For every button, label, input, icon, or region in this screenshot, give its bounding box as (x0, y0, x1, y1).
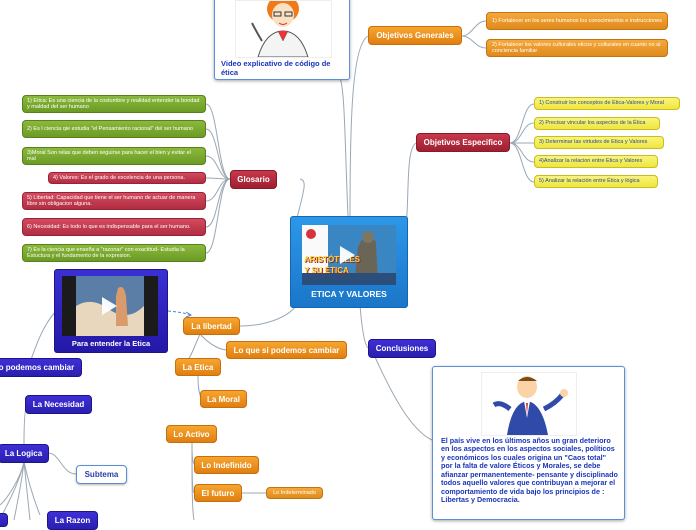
video-card-label: Video explicativo de código de ética (221, 59, 331, 77)
lo-indeterminado-node[interactable]: Lo Indeterminado (266, 487, 323, 499)
lo-indefinido-node[interactable]: Lo Indefinido (194, 456, 259, 474)
la-libertad-node[interactable]: La libertad (183, 317, 240, 335)
glosario-node[interactable]: Glosario (230, 170, 277, 189)
objetivo-especifico-item-2[interactable]: 2) Precisar vincular los aspectos de la … (534, 117, 660, 130)
objetivo-especifico-item-1[interactable]: 1) Construir los conceptos de Etica-Valo… (534, 97, 680, 110)
partial-blue-node[interactable] (0, 513, 8, 527)
lo-que-si-podemos-cambiar-node[interactable]: Lo que si podemos cambiar (226, 341, 347, 359)
objetivo-especifico-item-5[interactable]: 5) Analizar la relación entre Ética y ló… (534, 175, 658, 188)
la-logica-node[interactable]: La Logica (0, 444, 49, 463)
el-futuro-node[interactable]: El futuro (194, 484, 242, 502)
la-razon-node[interactable]: La Razon (47, 511, 98, 530)
la-etica-node[interactable]: La Etica (175, 358, 221, 376)
glosario-item-1[interactable]: 1) Etica: Es una ciencia de la costumbre… (22, 95, 206, 113)
cartoon-man-image (481, 372, 577, 436)
conclusiones-node[interactable]: Conclusiones (368, 339, 436, 358)
aristoteles-video-thumbnail[interactable]: ARISTÓTELES Y SU ÉTICA (302, 225, 396, 285)
no-podemos-cambiar-node[interactable]: Lo podemos cambiar (0, 358, 82, 377)
conclusiones-text: El país vive en los últimos años un gran… (441, 436, 618, 504)
objetivo-general-item-2[interactable]: 2) Fortalecer los valores culturales eti… (486, 39, 668, 57)
subtema-node[interactable]: Subtema (76, 465, 127, 484)
cartoon-woman-image (235, 0, 332, 58)
objetivos-generales-node[interactable]: Objetivos Generales (368, 26, 462, 45)
objetivos-especificos-node[interactable]: Objetivos Especifico (416, 133, 510, 152)
play-icon[interactable] (102, 297, 117, 315)
central-topic-label: ETICA Y VALORES (311, 289, 387, 299)
conclusiones-card[interactable]: El país vive en los últimos años un gran… (432, 366, 625, 520)
para-entender-label: Para entender la Etica (71, 339, 151, 348)
la-moral-node[interactable]: La Moral (200, 390, 247, 408)
glosario-item-4[interactable]: 4) Valores: Es el grado de excelencia de… (48, 172, 206, 184)
central-topic[interactable]: ARISTÓTELES Y SU ÉTICA ETICA Y VALORES (290, 216, 408, 308)
objetivo-general-item-1[interactable]: 1) Fortalecer en los seres humanos los c… (486, 12, 668, 30)
video-explanation-card[interactable]: Video explicativo de código de ética (214, 0, 350, 80)
la-necesidad-node[interactable]: La Necesidad (25, 395, 92, 414)
lo-activo-node[interactable]: Lo Activo (166, 425, 217, 443)
glosario-item-6[interactable]: 6) Necesidad: Es todo lo que es indispen… (22, 218, 206, 236)
para-entender-video-thumbnail[interactable] (62, 276, 158, 336)
para-entender-card[interactable]: Para entender la Etica (54, 269, 168, 353)
thumbnail-title-line-2: Y SU ÉTICA (304, 266, 349, 275)
objetivo-especifico-item-3[interactable]: 3) Determinar las virtudes de Etica y Va… (534, 136, 664, 149)
play-icon[interactable] (340, 246, 355, 264)
glosario-item-7[interactable]: 7) Es la ciencia que enseña a "razonar" … (22, 244, 206, 262)
objetivo-especifico-item-4[interactable]: 4)Analizar la relacion entre Etica y Val… (534, 155, 658, 168)
thumbnail-title-line-1: ARISTÓTELES (304, 255, 361, 264)
glosario-item-5[interactable]: 5) Libertad: Capacidad que tiene el ser … (22, 192, 206, 210)
glosario-item-3[interactable]: 3)Moral Son relas que deben seguirse par… (22, 147, 206, 165)
glosario-item-2[interactable]: 2) Es l ciencia qie estudia "el Pensamie… (22, 120, 206, 138)
